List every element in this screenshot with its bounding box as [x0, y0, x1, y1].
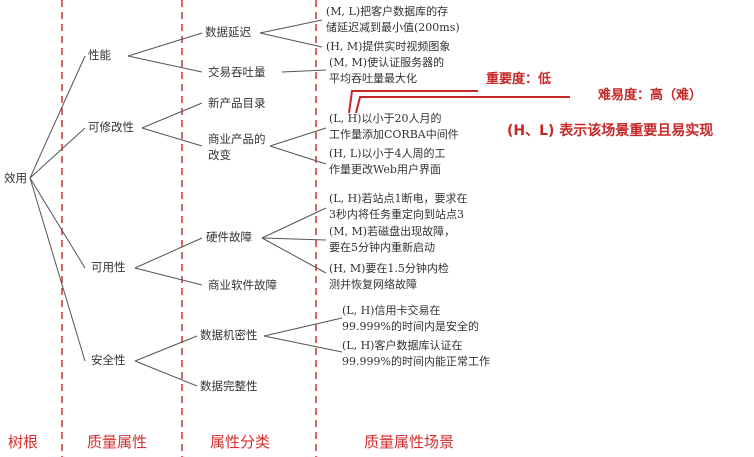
scenario: (M, M)若磁盘出现故障，要在5分钟内重新启动	[329, 225, 456, 254]
difficulty-pointer	[355, 96, 570, 114]
refinement-data-integrity: 数据完整性	[200, 379, 258, 393]
edge	[259, 19, 323, 34]
edge	[261, 207, 327, 239]
column-label-scenario: 质量属性场景	[364, 433, 455, 451]
edge	[261, 237, 327, 241]
scenario: (H, M)要在1.5分钟内检测并恢复网络故障	[329, 262, 449, 291]
refinement-new-product-catalog: 新产品目录	[208, 96, 266, 110]
refinement-commercial-software-failure: 商业软件故障	[208, 278, 277, 292]
refinement-transaction-throughput: 交易吞吐量	[208, 65, 266, 79]
attribute-modifiability: 可修改性	[88, 120, 134, 134]
scenario: (M, L)把客户数据库的存储延迟减到最小值(200ms)	[326, 5, 460, 34]
refinement-data-latency: 数据延迟	[205, 25, 251, 39]
edge	[261, 237, 327, 274]
explanation-annotation: (H、L) 表示该场景重要且易实现	[507, 123, 714, 139]
edge	[263, 335, 343, 353]
root-node: 效用	[4, 171, 27, 185]
edge	[134, 237, 203, 269]
scenario: (M, M)使认证服务器的平均吞吐量最大化	[329, 56, 445, 85]
refinement-hardware-failure: 硬件故障	[206, 230, 252, 244]
edge	[263, 317, 343, 337]
column-label-attribute-category: 属性分类	[210, 433, 271, 451]
scenario: (L, H)以小于20人月的工作量添加CORBA中间件	[329, 112, 459, 141]
difficulty-annotation: 难易度：高（难）	[598, 88, 703, 103]
edge	[29, 55, 86, 179]
column-label-quality-attribute: 质量属性	[87, 433, 148, 451]
refinement-commercial-product-change: 商业产品的改变	[208, 132, 266, 162]
edge	[281, 69, 327, 73]
edge	[29, 177, 86, 362]
edge	[141, 127, 203, 147]
importance-annotation: 重要度：低	[486, 72, 552, 87]
edge	[141, 102, 203, 129]
importance-pointer	[348, 90, 478, 114]
edge	[269, 127, 327, 147]
edge	[29, 177, 86, 269]
scenario: (H, L)以小于4人周的工作量更改Web用户界面	[329, 147, 446, 176]
edge	[29, 127, 86, 179]
edge	[134, 360, 198, 387]
column-label-root: 树根	[8, 433, 39, 451]
scenario: (H, M)提供实时视频图象	[326, 40, 451, 53]
edge	[134, 335, 198, 362]
edge	[127, 55, 203, 73]
refinement-data-confidentiality: 数据机密性	[200, 328, 258, 342]
edge	[134, 267, 203, 286]
edge	[269, 145, 327, 165]
edge	[259, 32, 323, 48]
attribute-availability: 可用性	[91, 260, 126, 274]
attribute-performance: 性能	[88, 48, 111, 62]
attribute-security: 安全性	[91, 353, 126, 367]
edge	[127, 32, 203, 57]
